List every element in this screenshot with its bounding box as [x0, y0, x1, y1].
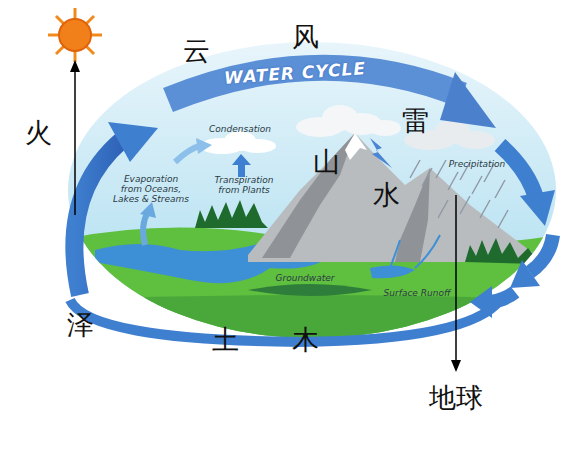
cloud	[296, 105, 401, 137]
cycle-arrow-head	[440, 72, 496, 128]
evaporation-arrow	[143, 212, 148, 245]
chinese-character: 水	[366, 180, 406, 210]
rain	[410, 160, 508, 228]
cycle-band-right	[530, 235, 553, 272]
process-label: Transpiration from Plants	[212, 176, 276, 196]
sun	[48, 8, 102, 62]
process-label: Surface Runoff	[382, 289, 452, 299]
chinese-character: 风	[285, 22, 325, 52]
downward-arrow	[455, 195, 457, 370]
cycle-band-left	[74, 140, 122, 295]
cycle-arrow-head	[470, 286, 492, 318]
upward-arrow	[74, 62, 76, 215]
chinese-character: 木	[285, 325, 325, 355]
cycle-arrow-head	[520, 190, 555, 226]
mountain	[248, 133, 545, 262]
tree-line	[195, 200, 268, 228]
cloud	[200, 131, 276, 154]
condensation-arrow-head	[196, 138, 212, 154]
cycle-band-bottom	[70, 300, 500, 342]
cycle-arrow-head	[108, 122, 158, 162]
cycle-band-right	[490, 292, 515, 302]
earth-label: 地球	[416, 383, 496, 413]
transpiration-arrow	[238, 163, 245, 177]
runoff-stream	[390, 235, 440, 268]
condensation-arrow	[175, 146, 200, 162]
transpiration-arrow-head	[232, 154, 251, 165]
cycle-arrow-head	[510, 260, 540, 288]
mountain-shadow	[262, 133, 355, 258]
cycle-band-right	[500, 145, 536, 198]
chinese-character: 云	[176, 36, 216, 66]
chinese-character: 土	[205, 325, 245, 355]
pond	[370, 265, 415, 278]
lightning-bolt	[370, 138, 392, 168]
arrow-head	[70, 60, 80, 72]
process-label: Precipitation	[442, 160, 512, 170]
chinese-character: 泽	[60, 310, 100, 340]
evaporation-arrow-head	[140, 202, 156, 218]
chinese-character: 雷	[395, 106, 435, 136]
chinese-character: 火	[18, 118, 58, 148]
chinese-character: 山	[306, 147, 346, 177]
groundwater-layer	[248, 284, 372, 296]
arrow-head	[451, 360, 461, 372]
process-label: Evaporation from Oceans, Lakes & Streams	[112, 175, 190, 205]
process-label: Condensation	[200, 125, 280, 135]
process-label: Groundwater	[270, 274, 340, 284]
tree-line	[465, 238, 540, 264]
snow-cap	[345, 133, 367, 160]
